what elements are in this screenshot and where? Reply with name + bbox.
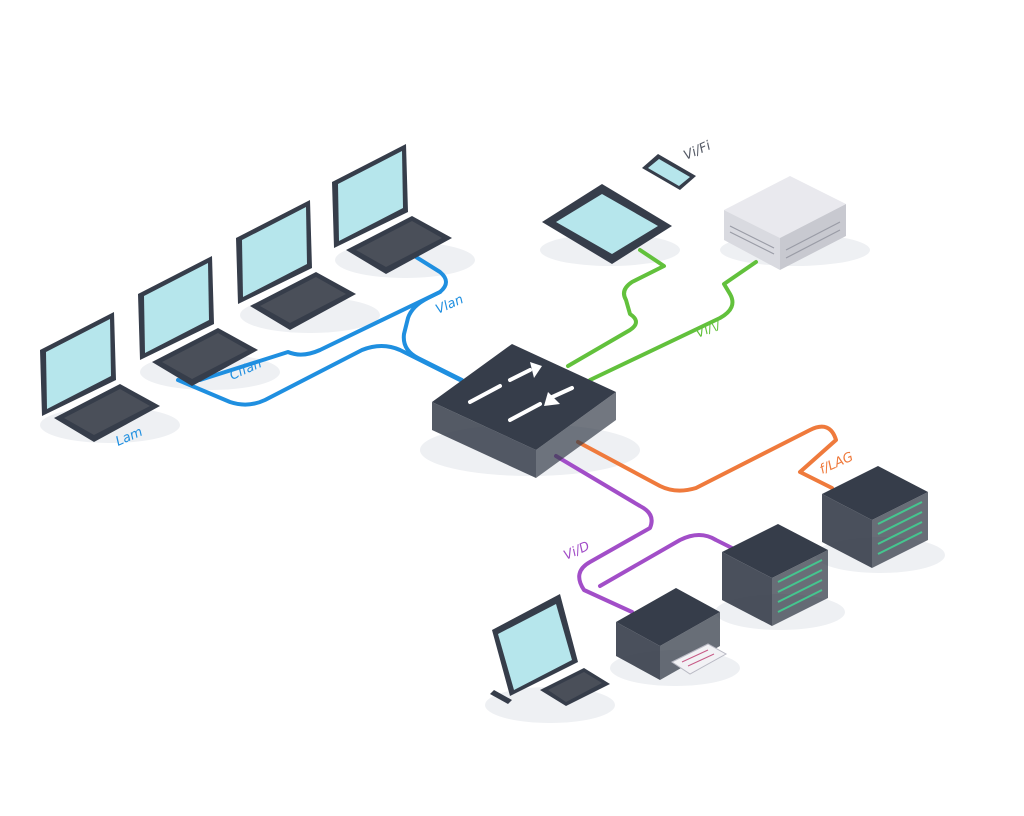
blue-vlan-links: [176, 250, 472, 407]
blue-link-laptop-4: [401, 250, 464, 382]
purple-link-printer: [554, 454, 654, 614]
network-switch[interactable]: [432, 344, 616, 478]
laptop-icon: [236, 200, 356, 330]
tablet-device[interactable]: [542, 184, 672, 264]
server-icon: [724, 176, 846, 270]
laptop-icon: [40, 312, 160, 442]
label-blue-vlan: Vlan: [434, 292, 466, 317]
printer-icon: [616, 588, 728, 680]
laptop-bottom[interactable]: [490, 594, 610, 706]
orange-vlan-links: [576, 424, 838, 493]
server-icon: [722, 524, 828, 626]
laptop-icon: [138, 256, 258, 386]
phone-device[interactable]: [642, 154, 696, 190]
purple-vlan-links: [554, 454, 742, 614]
blue-link-laptop-1: [176, 344, 472, 407]
laptop-icon: [332, 144, 452, 274]
rack-server-2[interactable]: [722, 524, 828, 626]
server-cluster: [722, 466, 928, 626]
orange-link-server-1: [576, 424, 838, 493]
laptop-2[interactable]: [138, 256, 258, 386]
purple-link-server-2: [598, 533, 742, 588]
switch-icon: [468, 362, 574, 422]
laptop-1[interactable]: [40, 312, 160, 442]
green-link-server: [588, 260, 758, 382]
laptop-cluster: [40, 144, 452, 442]
label-green-vlan: Vi/\/: [694, 317, 725, 342]
laptop-icon: [490, 594, 610, 706]
laptop-4[interactable]: [332, 144, 452, 274]
green-link-tablet: [566, 248, 666, 368]
laptop-3[interactable]: [236, 200, 356, 330]
rack-server-1[interactable]: [822, 466, 928, 568]
storage-server[interactable]: [724, 176, 846, 270]
green-vlan-links: [566, 248, 758, 382]
printer-device[interactable]: [616, 588, 728, 680]
label-purple-vid: Vi/D: [562, 539, 593, 564]
phone-icon: [642, 154, 696, 190]
server-icon: [822, 466, 928, 568]
tablet-icon: [542, 184, 672, 264]
blue-link-laptop-3: [198, 290, 442, 382]
label-wifi: Vi/Fi: [682, 138, 714, 163]
